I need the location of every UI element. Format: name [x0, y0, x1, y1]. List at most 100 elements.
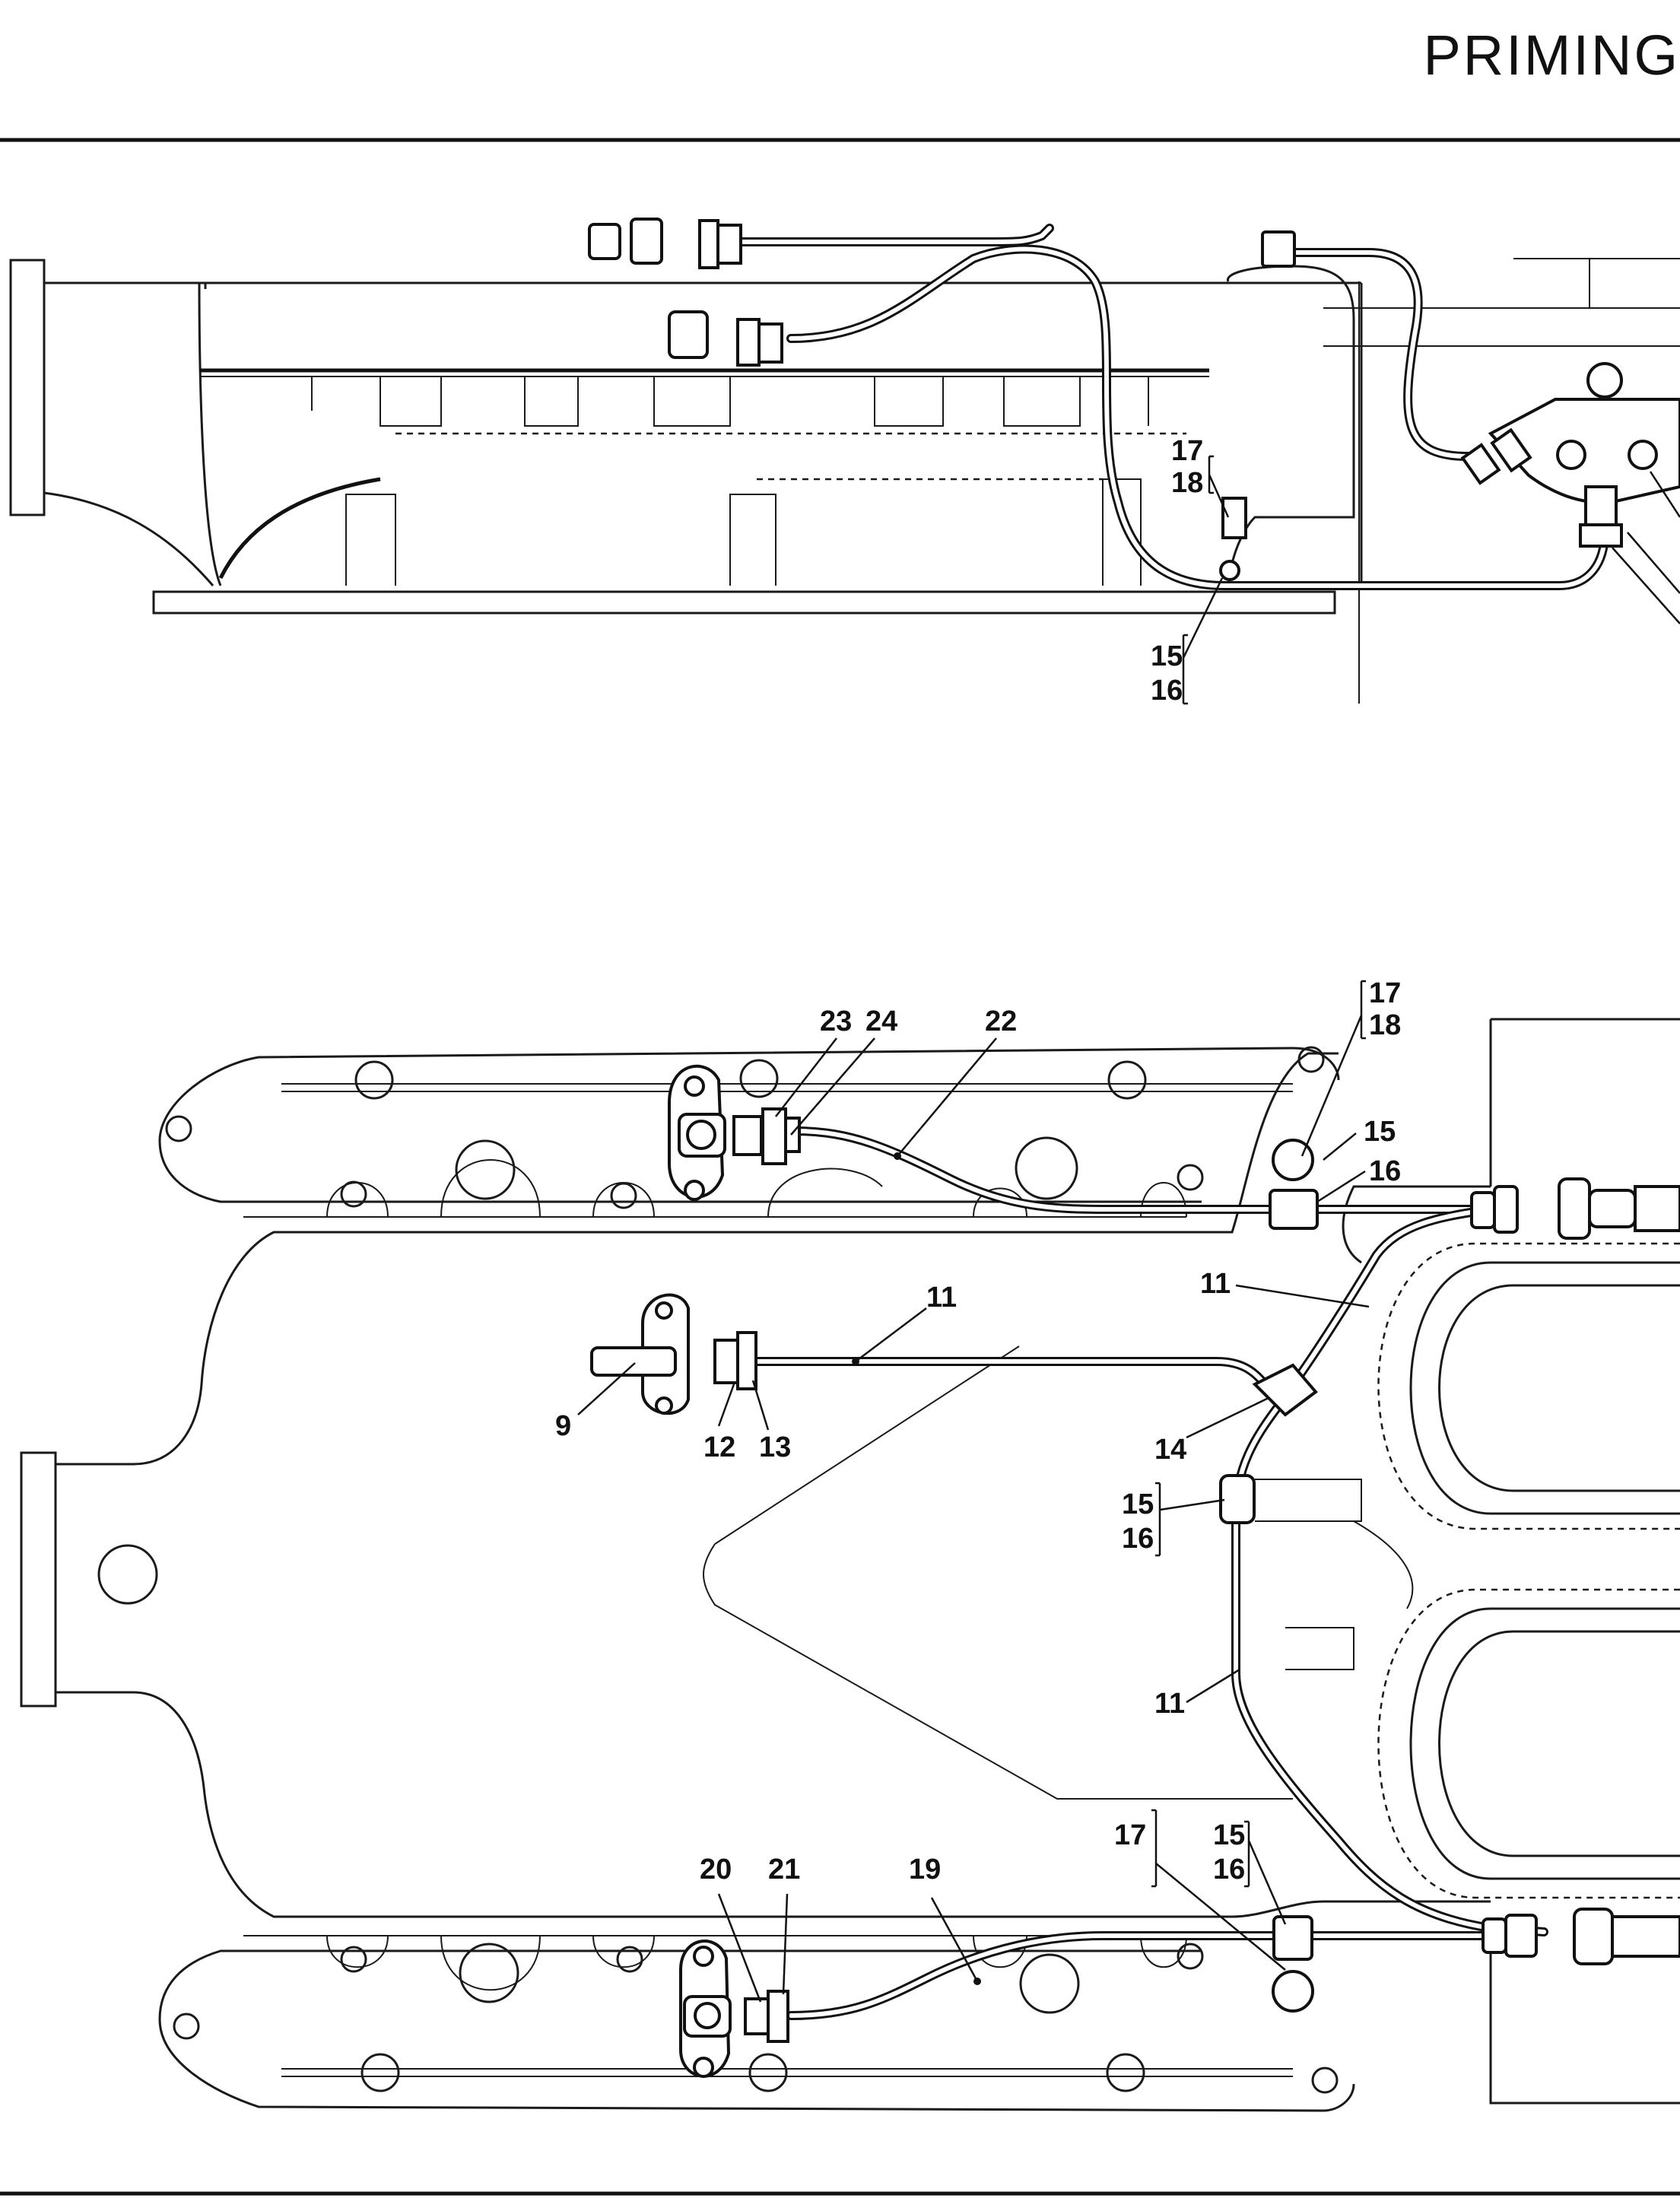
plan-end-hole	[97, 1544, 158, 1605]
plan-union-upper-d	[1588, 1189, 1637, 1228]
plan-nut-13	[736, 1331, 757, 1390]
callout-15: 15	[1364, 1116, 1396, 1148]
callout-16: 16	[1213, 1854, 1245, 1886]
callout-labels: 17 18 15 16 17 18 23 24 22 15 16 11 11 9…	[555, 435, 1401, 1886]
plan-lower-port-4	[1019, 1953, 1080, 2014]
plan-leader-15-16c	[1244, 1820, 1287, 1925]
side-leader-15-16	[1182, 577, 1224, 705]
plan-flange-mid-hole-b	[655, 1396, 673, 1415]
plan-upper-bolt-2	[354, 1060, 394, 1100]
plan-leader-23	[775, 1037, 837, 1117]
plan-leader-dot-11	[852, 1358, 859, 1365]
side-union-left-b	[630, 218, 663, 265]
plan-pipe-19-inner	[789, 1933, 1523, 2018]
plan-leader-15-16b	[1155, 1482, 1225, 1557]
plan-flange-lower-hole-b	[693, 2057, 714, 2078]
side-union-left	[588, 223, 621, 260]
plan-pipe-19	[786, 1931, 1526, 2020]
side-manifold-body	[198, 281, 1363, 586]
callout-11: 11	[1154, 1688, 1185, 1720]
callout-17: 17	[1171, 435, 1203, 467]
callout-14: 14	[1154, 1434, 1186, 1466]
plan-flange-mid-hole-a	[655, 1301, 673, 1320]
plan-upper-port-3	[610, 1182, 637, 1209]
page-title: PRIMING	[1423, 24, 1680, 87]
plan-leader-15a	[1323, 1133, 1357, 1161]
plan-leader-12	[717, 1384, 735, 1427]
plan-pipe-22-inner	[792, 1129, 1504, 1212]
plan-lower-bolt-4	[1106, 2053, 1145, 2092]
side-nut-3	[736, 318, 761, 367]
plan-union-upper-e	[1634, 1185, 1680, 1232]
plan-central-web	[703, 1345, 1293, 1800]
plan-lower-port-2	[340, 1946, 367, 1973]
plan-upper-arm	[158, 1047, 1340, 1203]
plan-end-flange	[20, 1451, 57, 1708]
callout-17: 17	[1369, 977, 1401, 1009]
side-junction-stem-nut	[1579, 523, 1623, 548]
plan-pipe-11-lower-inner	[1234, 1405, 1546, 1934]
plan-upper-bolt-4	[1107, 1060, 1147, 1100]
plan-right-housing-upper	[1342, 1018, 1680, 1264]
plan-upper-port-4	[1015, 1136, 1078, 1200]
callout-23: 23	[820, 1006, 852, 1037]
plan-union-lower-d	[1611, 1915, 1680, 1958]
plan-leader-17b	[1151, 1809, 1286, 1971]
plan-leader-dot-22	[894, 1152, 901, 1160]
callout-16: 16	[1151, 675, 1183, 707]
plan-clip-mid	[1219, 1474, 1256, 1524]
plan-leader-22	[897, 1037, 997, 1157]
plan-lower-lobes	[326, 1935, 1187, 1991]
side-nut-2	[716, 224, 742, 265]
callout-18: 18	[1171, 467, 1203, 499]
callout-16: 16	[1369, 1155, 1401, 1187]
side-junction-nut-a	[1460, 443, 1501, 485]
plan-union-lower-b	[1504, 1914, 1538, 1958]
side-elevation-view	[9, 218, 1680, 705]
plan-clip-upper	[1269, 1189, 1319, 1230]
callout-19: 19	[909, 1854, 941, 1886]
plan-runner-dashes	[1377, 1242, 1680, 1899]
plan-lower-bolt-1	[173, 2013, 200, 2040]
plan-upper-port-2	[340, 1180, 367, 1208]
callout-24: 24	[865, 1006, 897, 1037]
side-right-body	[1323, 258, 1680, 347]
plan-leader-17-18a	[1300, 980, 1366, 1157]
callout-11: 11	[1200, 1268, 1231, 1300]
plan-lower-arm	[158, 1949, 1355, 2112]
side-upper-pipe-inner	[728, 226, 1052, 244]
plan-outline-upper	[56, 1052, 1339, 1466]
plan-upper-bolt-1	[165, 1115, 192, 1142]
plan-leader-21	[782, 1893, 789, 1995]
side-clip-top	[1261, 230, 1296, 268]
plan-runner-2-inner	[1438, 1630, 1680, 1857]
callout-15: 15	[1122, 1488, 1154, 1520]
side-junction-bolt-top	[1586, 362, 1623, 399]
side-pipe-a-inner	[789, 246, 1607, 588]
side-heavy-curve	[218, 477, 381, 580]
plan-nut-23	[732, 1115, 763, 1156]
plan-banjo-lower-bolt	[694, 2002, 721, 2029]
plan-leader-11b	[855, 1307, 927, 1362]
callout-22: 22	[985, 1006, 1017, 1037]
plan-union-lower-a	[1482, 1917, 1507, 1954]
callout-16: 16	[1122, 1523, 1154, 1555]
plan-union-upper-b	[1493, 1185, 1519, 1234]
plan-leader-20	[717, 1893, 762, 2003]
plan-fitting-9	[590, 1346, 677, 1377]
plan-lower-bolt-5	[1311, 2067, 1339, 2094]
plan-upper-bolt-5	[1297, 1046, 1325, 1073]
callout-21: 21	[768, 1854, 800, 1886]
side-junction-port-2	[1628, 440, 1658, 470]
plan-leader-19	[930, 1897, 979, 1982]
callout-15: 15	[1213, 1819, 1245, 1851]
side-junction-port-1	[1556, 440, 1586, 470]
callout-11: 11	[926, 1282, 957, 1314]
side-nut-4	[757, 322, 783, 364]
callout-13: 13	[759, 1431, 791, 1463]
plan-flange-upper-hole-b	[684, 1180, 705, 1201]
plan-lower-bolt-2	[360, 2053, 400, 2092]
callout-15: 15	[1151, 640, 1183, 672]
